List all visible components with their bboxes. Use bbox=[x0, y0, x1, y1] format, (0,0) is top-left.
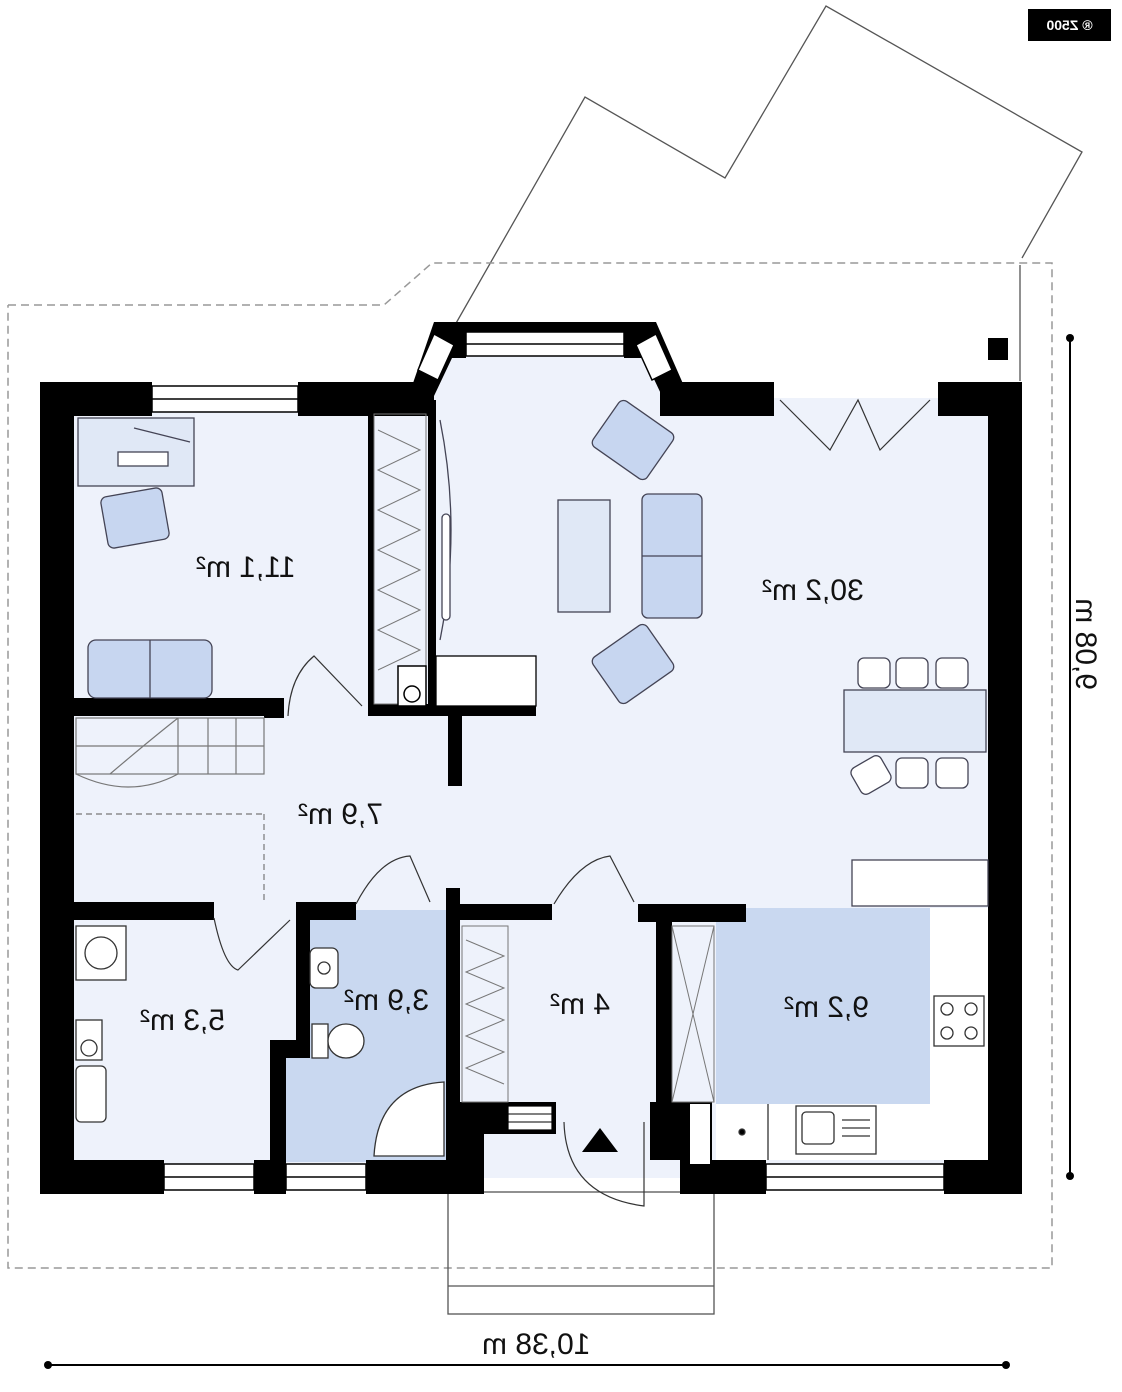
brand-badge: ® Z500 bbox=[1028, 9, 1111, 41]
room-label-utility: 5,3 m² bbox=[140, 1004, 226, 1037]
vestibule-wardrobe bbox=[461, 925, 715, 1103]
study-furniture bbox=[77, 417, 213, 699]
room-label-hall: 7,9 m² bbox=[298, 798, 384, 831]
room-unit: m² bbox=[196, 551, 231, 584]
roof-outline bbox=[7, 262, 1053, 1269]
room-label-kitchen: 9,2 m² bbox=[784, 991, 870, 1024]
dimension-width-line bbox=[44, 1361, 1010, 1369]
stairs bbox=[75, 717, 265, 902]
dining bbox=[843, 657, 989, 907]
room-area: 4 bbox=[593, 988, 611, 1021]
room-label-bathroom: 3,9 m² bbox=[344, 984, 430, 1017]
utility-fixtures bbox=[75, 925, 127, 1123]
doors bbox=[213, 398, 931, 1207]
windows bbox=[151, 385, 945, 1191]
room-area: 30,2 bbox=[805, 574, 864, 607]
entrance-arrow-icon bbox=[582, 1128, 618, 1152]
room-area: 3,9 bbox=[387, 984, 430, 1017]
chimney bbox=[988, 338, 1008, 360]
room-unit: m² bbox=[140, 1004, 175, 1037]
room-label-study: 11,1 m² bbox=[196, 551, 296, 584]
room-area: 7,9 bbox=[341, 798, 384, 831]
dimension-depth-line bbox=[1066, 334, 1074, 1180]
room-area: 9,2 bbox=[827, 991, 870, 1024]
room-area: 11,1 bbox=[239, 551, 296, 584]
bay-windows bbox=[417, 331, 673, 382]
interior-walls bbox=[70, 400, 746, 1162]
room-unit: m² bbox=[344, 984, 379, 1017]
terrace-outline bbox=[454, 5, 1083, 326]
porch-step bbox=[447, 1191, 715, 1315]
floor-kitchen bbox=[716, 908, 930, 1104]
bathroom-fixtures bbox=[309, 947, 445, 1157]
room-unit: m² bbox=[784, 991, 819, 1024]
room-unit: m² bbox=[298, 798, 333, 831]
room-label-living: 30,2 m² bbox=[762, 574, 864, 607]
dimension-depth-label: 9,08 m bbox=[1069, 598, 1102, 690]
outer-walls bbox=[40, 322, 1022, 1194]
room-area: 5,3 bbox=[183, 1004, 226, 1037]
room-label-vestibule: 4 m² bbox=[550, 988, 611, 1021]
room-unit: m² bbox=[762, 574, 797, 607]
kitchen-fixtures bbox=[738, 995, 985, 1160]
dimension-width-label: 10,38 m bbox=[482, 1328, 591, 1361]
room-unit: m² bbox=[550, 988, 585, 1021]
living-furniture bbox=[435, 399, 703, 707]
